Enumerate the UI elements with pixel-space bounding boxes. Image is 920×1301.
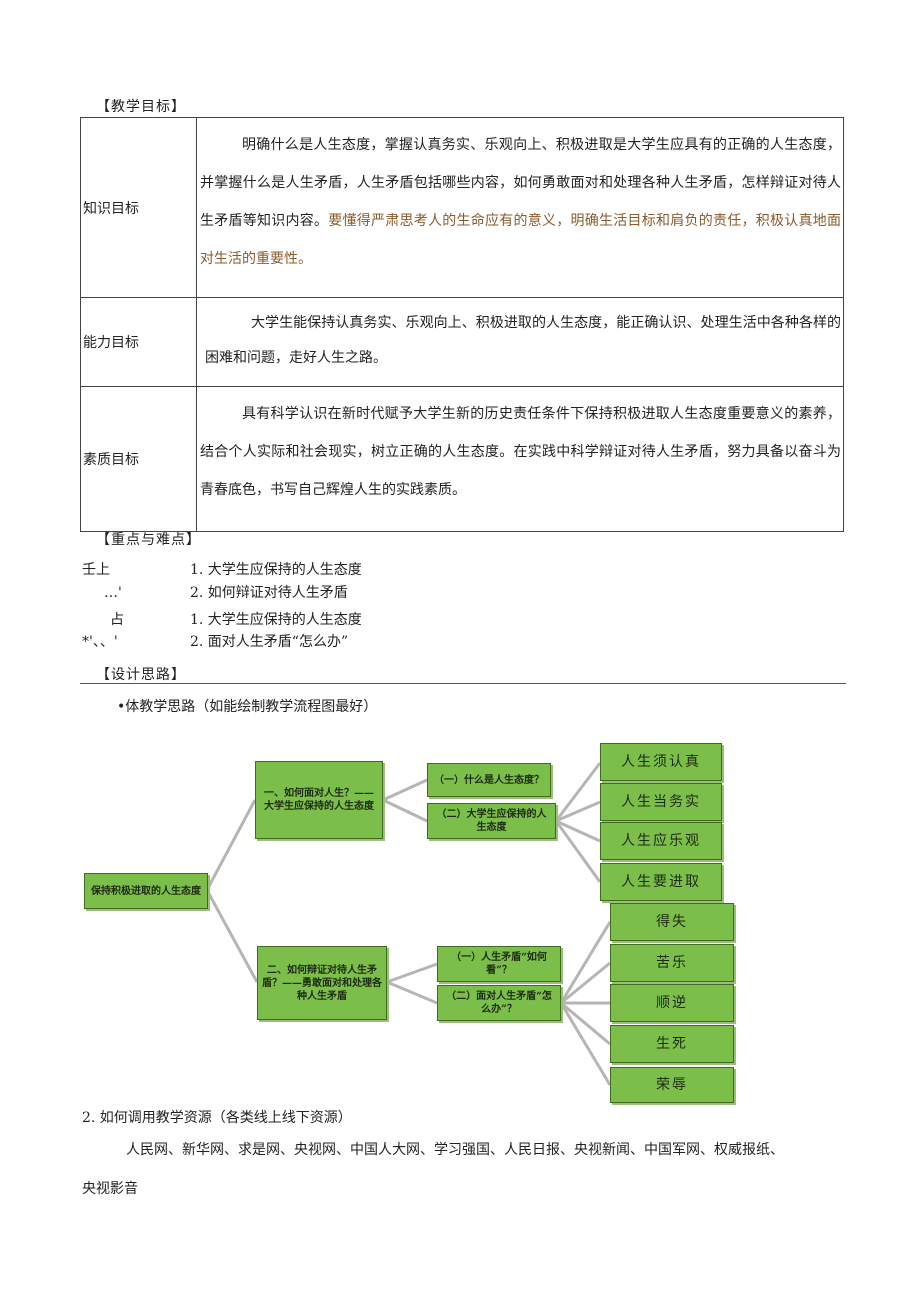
- section-goals-title: 【教学目标】: [96, 99, 186, 115]
- goal-label: 素质目标: [80, 386, 197, 532]
- flow-leaf: 人生当务实: [600, 783, 722, 821]
- goal-label: 能力目标: [80, 297, 197, 387]
- divider: [80, 683, 846, 684]
- key-item: 2. 面对人生矛盾“怎么办”: [190, 634, 349, 650]
- goal-text-extra: 要懂得严肃思考人的生命应有的意义，明确生活目标和肩负的责任，积极认真地面对生活的…: [200, 213, 841, 267]
- flow-leaf: 生死: [610, 1025, 734, 1063]
- key-item: 1. 大学生应保持的人生态度: [190, 562, 362, 578]
- flow-node-branch-1: 一、如何面对人生？——大学生应保持的人生态度: [255, 761, 383, 839]
- key-item: 2. 如何辩证对待人生矛盾: [190, 585, 348, 601]
- section-resources-title: 2. 如何调用教学资源（各类线上线下资源）: [82, 1110, 352, 1126]
- flow-leaf: 荣辱: [610, 1067, 734, 1103]
- flow-leaf: 人生要进取: [600, 863, 722, 901]
- resources-text-line-2: 央视影音: [82, 1181, 138, 1197]
- goal-label: 知识目标: [80, 117, 197, 298]
- goal-row-quality: 素质目标 具有科学认识在新时代赋予大学生新的历史责任条件下保持积极进取人生态度重…: [80, 386, 844, 532]
- goal-row-ability: 能力目标 大学生能保持认真务实、乐观向上、积极进取的人生态度，能正确认识、处理生…: [80, 297, 844, 387]
- section-keys-title: 【重点与难点】: [96, 532, 201, 548]
- flow-node-branch-1-sub-2: （二）大学生应保持的人生态度: [427, 803, 556, 839]
- flow-leaf: 顺逆: [610, 984, 734, 1022]
- key-item: 1. 大学生应保持的人生态度: [190, 612, 362, 628]
- goal-text: 大学生能保持认真务实、乐观向上、积极进取的人生态度，能正确认识、处理生活中各种各…: [196, 297, 844, 387]
- key-label: 壬上: [82, 562, 110, 578]
- key-label: *'、、': [82, 634, 118, 650]
- key-label: …': [104, 585, 122, 601]
- flow-node-root: 保持积极进取的人生态度: [84, 873, 208, 909]
- goal-text: 明确什么是人生态度，掌握认真务实、乐观向上、积极进取是大学生应具有的正确的人生态…: [196, 117, 844, 298]
- section-design-title: 【设计思路】: [96, 667, 186, 683]
- flow-leaf: 人生应乐观: [600, 822, 722, 860]
- goal-text: 具有科学认识在新时代赋予大学生新的历史责任条件下保持积极进取人生态度重要意义的素…: [196, 386, 844, 532]
- key-label: 占: [110, 612, 124, 628]
- flow-node-branch-2: 二、如何辩证对待人生矛盾？——勇敢面对和处理各种人生矛盾: [257, 946, 387, 1020]
- flow-node-branch-1-sub-1: （一）什么是人生态度？: [427, 763, 551, 797]
- design-subtitle: •体教学思路（如能绘制教学流程图最好）: [117, 699, 378, 715]
- goals-table: 知识目标 明确什么是人生态度，掌握认真务实、乐观向上、积极进取是大学生应具有的正…: [80, 117, 844, 532]
- goal-row-knowledge: 知识目标 明确什么是人生态度，掌握认真务实、乐观向上、积极进取是大学生应具有的正…: [80, 117, 844, 298]
- flow-node-branch-2-sub-1: （一）人生矛盾“如何看”？: [437, 946, 561, 982]
- flow-leaf: 人生须认真: [600, 743, 722, 781]
- flow-leaf: 得失: [610, 903, 734, 941]
- resources-text-line-1: 人民网、新华网、求是网、央视网、中国人大网、学习强国、人民日报、央视新闻、中国军…: [126, 1142, 784, 1158]
- flow-leaf: 苦乐: [610, 944, 734, 982]
- flow-node-branch-2-sub-2: （二）面对人生矛盾“怎么办”？: [437, 985, 561, 1021]
